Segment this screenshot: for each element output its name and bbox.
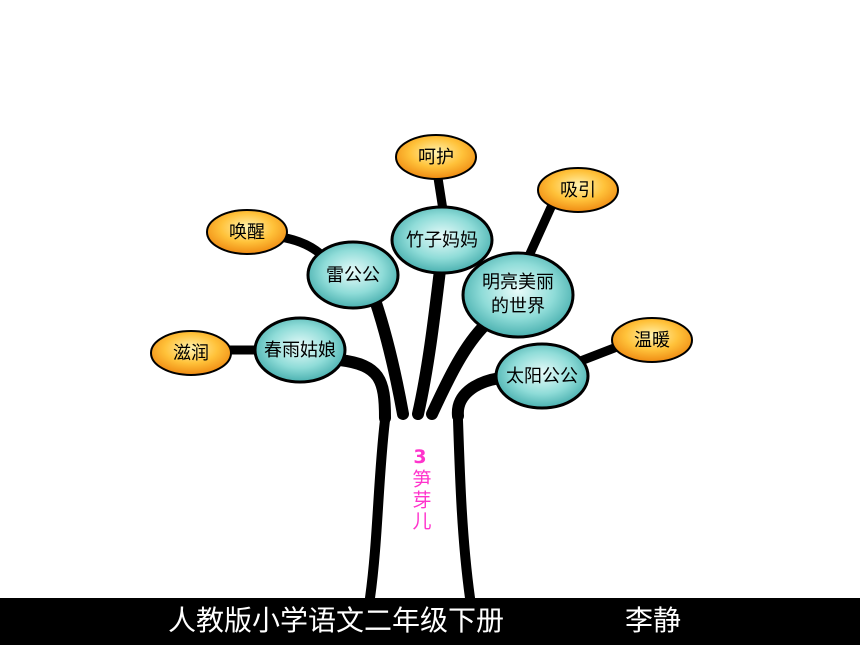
trunk-text: 3 笋芽儿 [395, 446, 445, 532]
word-node-hehu: 呵护 [395, 134, 477, 180]
character-label-bright-world-line2: 的世界 [491, 296, 545, 317]
word-label-ziru: 滋润 [173, 343, 209, 364]
twig-xiyin [523, 200, 557, 263]
lesson-title: 笋芽儿 [409, 469, 432, 532]
character-label-spring-rain-girl: 春雨姑娘 [264, 340, 336, 361]
footer-author: 李静 [625, 604, 682, 637]
character-label-bright-world-line1: 明亮美丽 [482, 272, 554, 293]
character-label-thunder-grandpa: 雷公公 [326, 265, 380, 286]
word-label-huanxing: 唤醒 [229, 222, 265, 243]
word-node-wennuan: 温暖 [611, 317, 693, 363]
word-label-xiyin: 吸引 [560, 180, 596, 201]
character-node-bright-world: 明亮美丽 的世界 [461, 251, 575, 339]
branch-sun [451, 372, 506, 422]
twig-hehu [433, 173, 448, 215]
footer-bar: 人教版小学语文二年级下册 李静 [0, 598, 860, 645]
branch-bright-world [426, 319, 491, 420]
character-node-spring-rain-girl: 春雨姑娘 [253, 316, 347, 384]
character-label-bamboo-mother: 竹子妈妈 [406, 230, 478, 251]
word-node-xiyin: 吸引 [537, 167, 619, 213]
word-label-wennuan: 温暖 [634, 330, 670, 351]
footer-title: 人教版小学语文二年级下册 [168, 604, 505, 637]
branch-thunder [369, 294, 409, 420]
word-node-ziru: 滋润 [150, 330, 232, 376]
word-label-hehu: 呵护 [418, 147, 454, 168]
character-node-sun-grandpa: 太阳公公 [494, 342, 590, 410]
word-node-huanxing: 唤醒 [206, 209, 288, 255]
branch-spring-rain [334, 354, 391, 424]
lesson-number: 3 [413, 446, 427, 468]
character-node-bamboo-mother: 竹子妈妈 [390, 205, 494, 275]
branch-bamboo [412, 264, 446, 420]
tree-branches [334, 264, 506, 424]
tree-trunk [365, 415, 475, 603]
character-node-thunder-grandpa: 雷公公 [306, 240, 400, 310]
character-label-sun-grandpa: 太阳公公 [506, 366, 578, 387]
